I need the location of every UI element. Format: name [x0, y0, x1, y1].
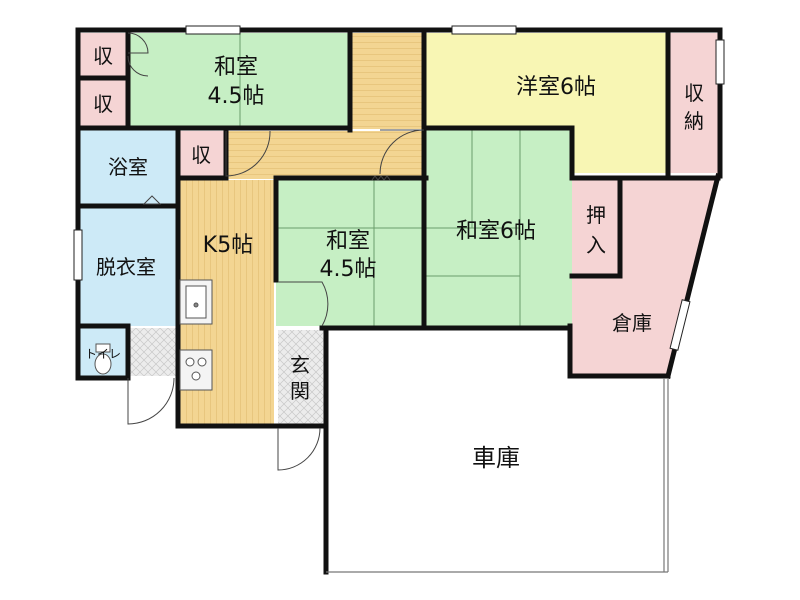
- bath-label: 浴室: [108, 155, 148, 179]
- washitsu-mid-size: 4.5帖: [320, 257, 377, 282]
- washitsu-top-size: 4.5帖: [208, 84, 265, 109]
- shuno-label-1: 収: [684, 81, 704, 105]
- genkan-label-2: 関: [290, 379, 310, 403]
- genkan-tile: [278, 330, 324, 426]
- bath-area: [80, 130, 176, 204]
- storage-top2-area: [80, 80, 126, 126]
- dressing-label: 脱衣室: [96, 255, 156, 279]
- washitsu-mid-label: 和室: [326, 229, 370, 254]
- storage-top2-label: 収: [93, 92, 113, 116]
- storage-top1-area: [80, 33, 126, 77]
- genkan-label-1: 玄: [290, 353, 310, 377]
- souko-label: 倉庫: [612, 311, 652, 335]
- kitchen-fixtures: [179, 279, 213, 391]
- oshiire-label-2: 入: [586, 233, 606, 257]
- youshitsu-label: 洋室6帖: [516, 75, 596, 100]
- dressing-area: [80, 208, 176, 326]
- garage-outline: [326, 378, 669, 573]
- windows: [73, 25, 725, 351]
- washitsu-top-area: [130, 33, 348, 128]
- washitsu-mid-area: [276, 180, 424, 326]
- oshiire-label-1: 押: [586, 203, 606, 227]
- shuno-area: [670, 33, 718, 173]
- washitsu-top-label: 和室: [214, 55, 258, 80]
- garage-label: 車庫: [472, 444, 520, 472]
- toilet-fixture: [94, 343, 112, 375]
- storage-top1-label: 収: [93, 44, 113, 68]
- shuno-label-2: 納: [684, 109, 704, 133]
- toilet-corridor-tile: [128, 328, 176, 376]
- toilet-label: トイレ: [85, 347, 121, 361]
- storage-mid-label: 収: [191, 143, 211, 167]
- doors: [127, 32, 425, 471]
- washitsu-6-label: 和室6帖: [456, 219, 536, 244]
- storage-mid-area: [180, 131, 224, 177]
- corridor-top-area: [348, 33, 424, 129]
- hall-area: [224, 131, 424, 179]
- tatami-lines: [239, 33, 521, 326]
- kitchen-label: K5帖: [203, 233, 253, 258]
